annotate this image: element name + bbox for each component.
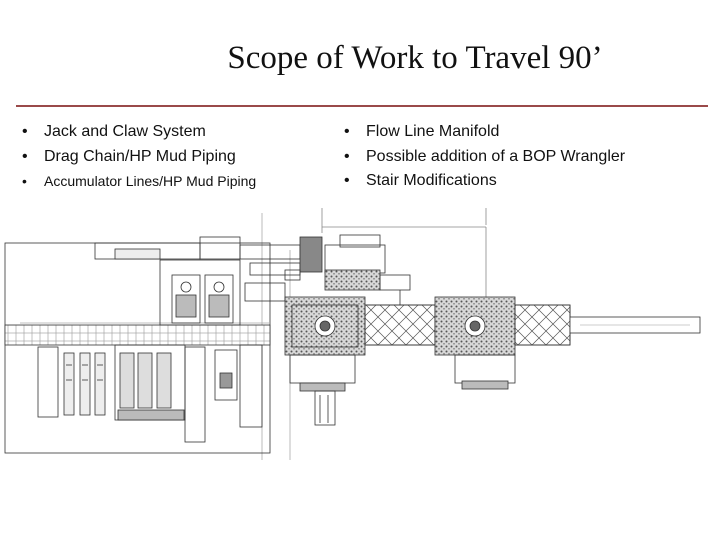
slide-title: Scope of Work to Travel 90’ (0, 40, 720, 77)
bullets-right: Flow Line Manifold Possible addition of … (338, 120, 625, 194)
title-divider (16, 105, 708, 107)
bullet-item: Stair Modifications (338, 169, 625, 194)
bullet-item: Possible addition of a BOP Wrangler (338, 145, 625, 170)
bullet-item: Drag Chain/HP Mud Piping (16, 145, 256, 170)
bullet-item: Accumulator Lines/HP Mud Piping (16, 169, 256, 194)
bullet-item: Jack and Claw System (16, 120, 256, 145)
rig-layout-drawing (4, 208, 701, 460)
slide-title-text: Scope of Work to Travel 90’ (227, 40, 603, 76)
bullets-left: Jack and Claw System Drag Chain/HP Mud P… (16, 120, 256, 194)
bullet-item: Flow Line Manifold (338, 120, 625, 145)
